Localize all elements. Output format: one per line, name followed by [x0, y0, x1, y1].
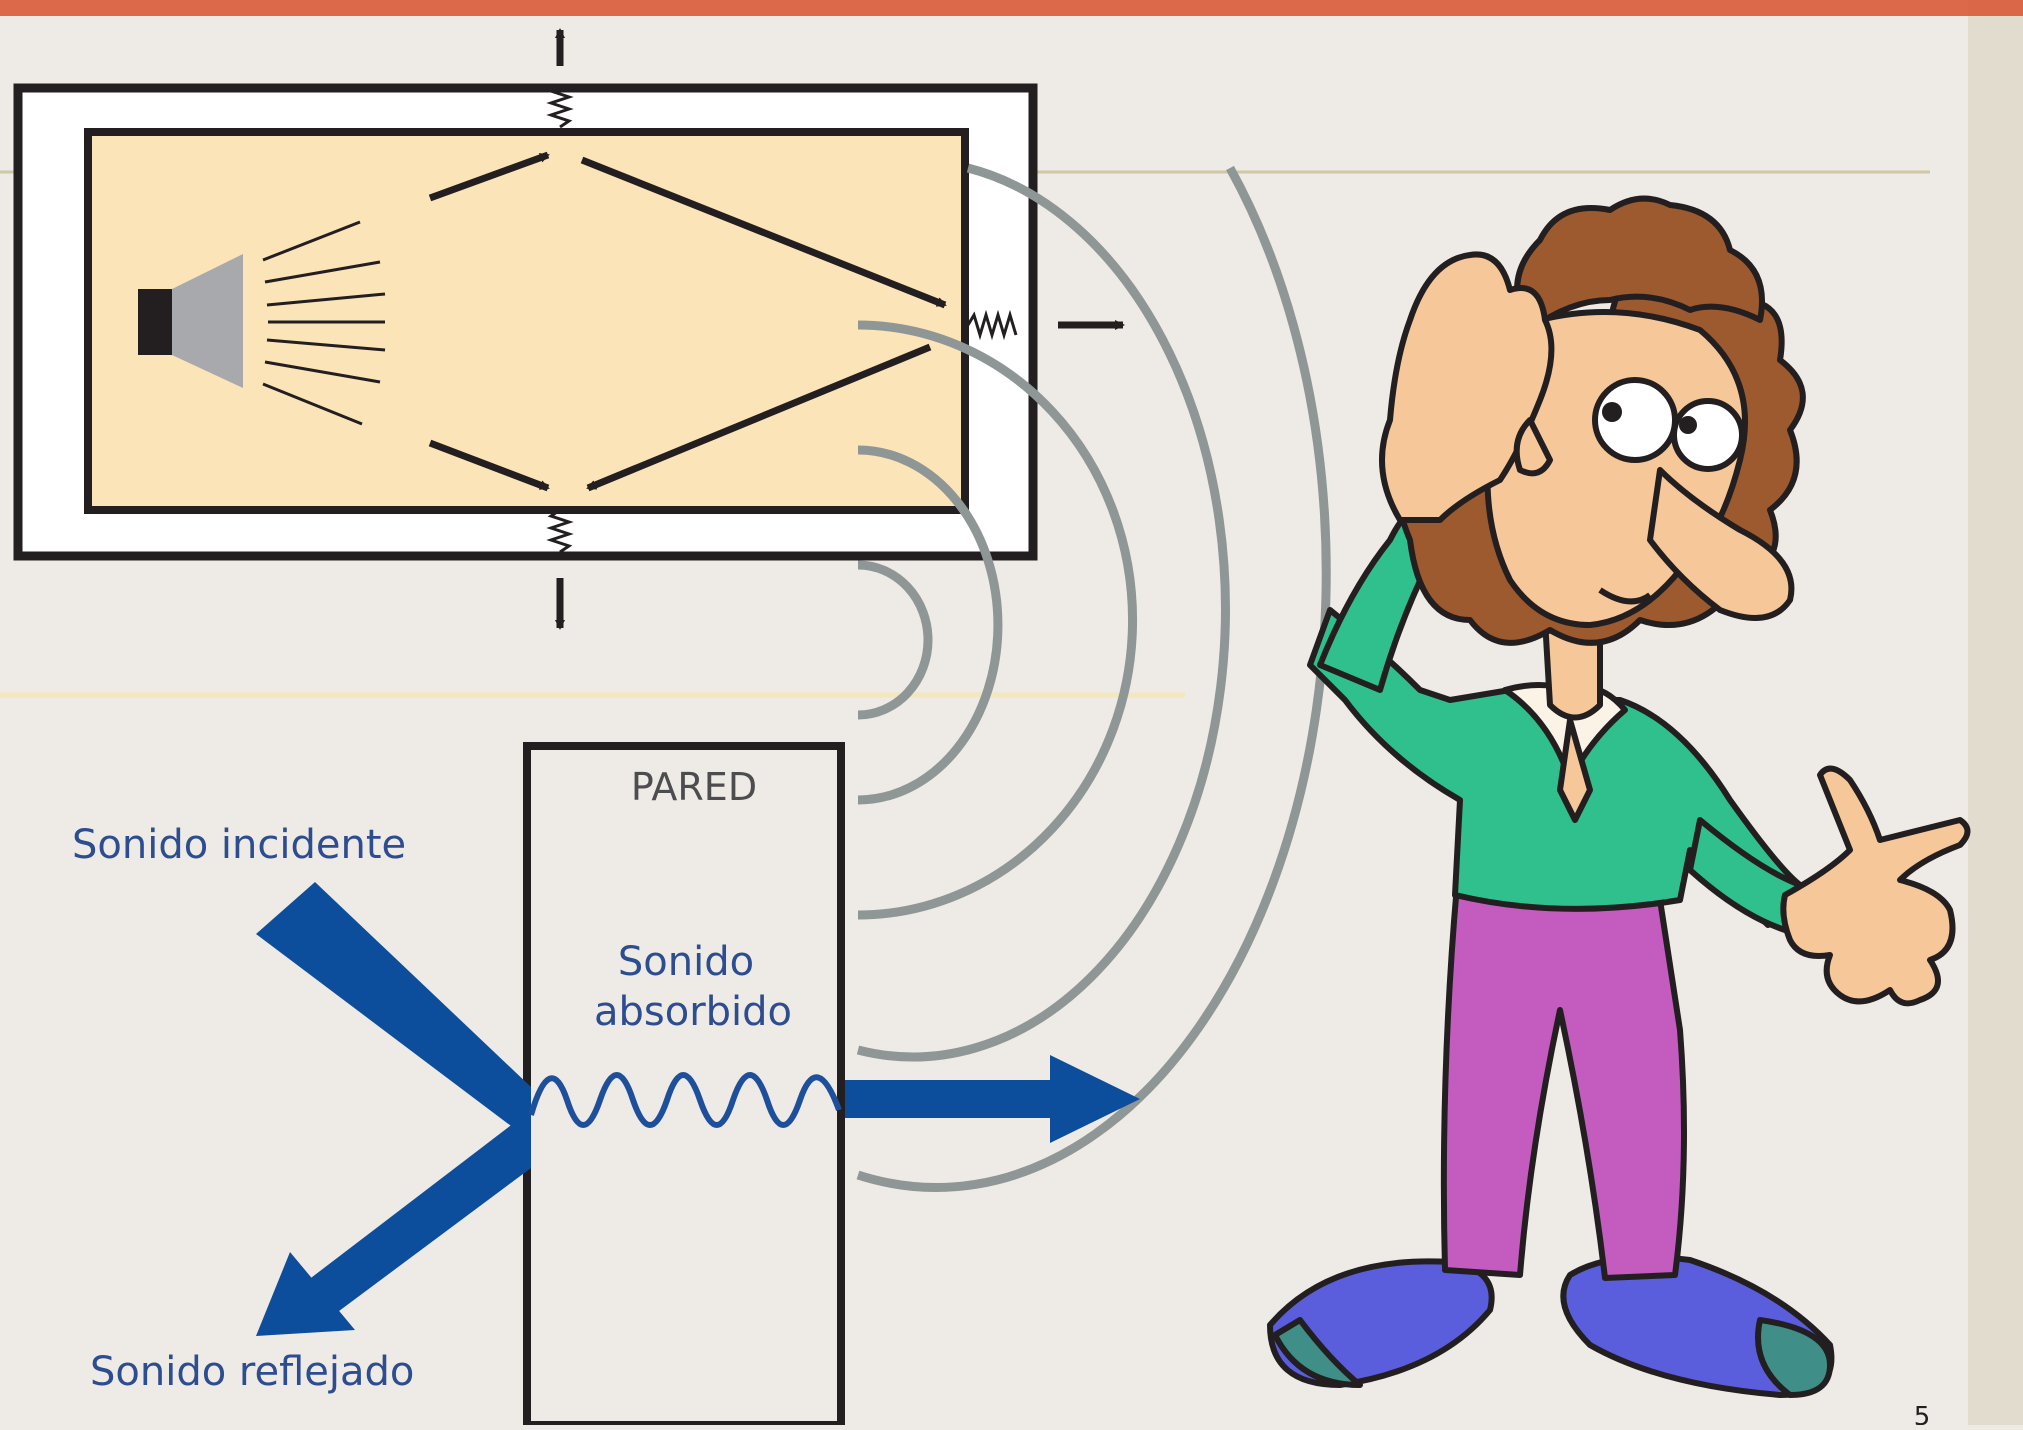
- absorbed-label-line2: absorbido: [594, 989, 792, 1035]
- incident-label: Sonido incidente: [72, 822, 406, 868]
- slide-right-edge: [1968, 0, 2023, 1425]
- page-number: 5: [1914, 1402, 1931, 1425]
- absorbed-label-line1: Sonido: [618, 939, 754, 985]
- left-pupil: [1602, 402, 1622, 422]
- right-pupil: [1679, 416, 1697, 434]
- wall-label: PARED: [631, 765, 757, 809]
- glasses-right-lens: [1674, 401, 1742, 469]
- reflected-label: Sonido reflejado: [90, 1349, 414, 1395]
- room-diagram: [18, 30, 1123, 628]
- title-remnant: [0, 0, 2023, 16]
